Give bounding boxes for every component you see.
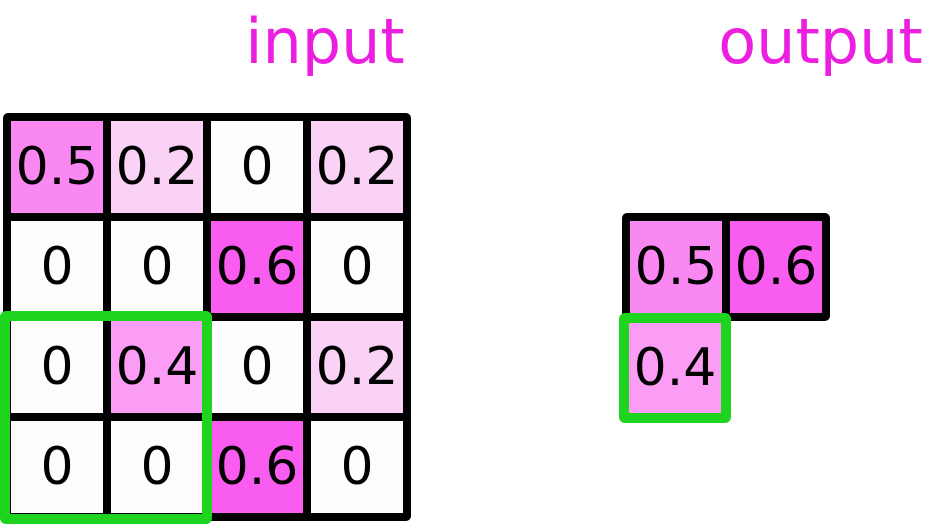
grid-cell: 0.2 [111,121,203,213]
grid-cell: 0 [211,121,303,213]
grid-cell: 0.5 [11,121,103,213]
grid-cell: 0 [111,221,203,313]
grid-cell: 0.6 [730,221,822,313]
grid-cell: 0 [11,321,103,413]
input-title: input [245,5,405,78]
grid-cell: 0.2 [311,121,403,213]
grid-cell: 0.6 [211,421,303,513]
grid-cell: 0.5 [630,221,722,313]
grid-cell: 0 [311,421,403,513]
grid-cell: 0.6 [211,221,303,313]
grid-cell: 0 [111,421,203,513]
grid-cell: 0 [211,321,303,413]
output-highlight-cell: 0.4 [619,313,731,423]
grid-cell: 0.4 [111,321,203,413]
output-title: output [718,5,923,78]
grid-cell: 0 [311,221,403,313]
grid-cell: 0 [11,221,103,313]
grid-cell: 0 [11,421,103,513]
grid-cell: 0.2 [311,321,403,413]
